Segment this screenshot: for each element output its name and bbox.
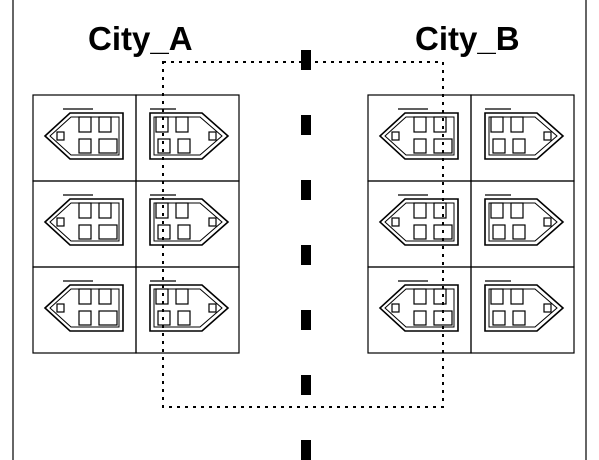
house-icon — [149, 280, 229, 332]
city-a-label: City_A — [88, 20, 193, 57]
road-center-line — [301, 50, 311, 460]
house-icon — [149, 194, 229, 246]
road-dash — [301, 50, 311, 70]
dotted-region — [162, 61, 444, 408]
house-lot — [32, 180, 137, 268]
city-b-label: City_B — [415, 20, 520, 57]
house-lot — [470, 266, 575, 354]
house-lot — [32, 266, 137, 354]
city-b-grid — [367, 94, 575, 354]
house-icon — [379, 194, 459, 246]
house-lot — [367, 94, 472, 182]
house-lot — [470, 180, 575, 268]
house-icon — [44, 280, 124, 332]
road-dash — [301, 180, 311, 200]
road-dash — [301, 440, 311, 460]
house-icon — [379, 280, 459, 332]
house-lot — [32, 94, 137, 182]
road-dash — [301, 375, 311, 395]
house-lot — [135, 180, 240, 268]
road-dash — [301, 310, 311, 330]
frame — [12, 0, 587, 460]
house-icon — [44, 194, 124, 246]
house-lot — [470, 94, 575, 182]
house-icon — [44, 108, 124, 160]
house-lot — [367, 180, 472, 268]
house-icon — [484, 280, 564, 332]
house-icon — [484, 194, 564, 246]
house-icon — [149, 108, 229, 160]
house-lot — [135, 266, 240, 354]
house-lot — [367, 266, 472, 354]
house-icon — [484, 108, 564, 160]
city-a-grid — [32, 94, 240, 354]
house-lot — [135, 94, 240, 182]
road-dash — [301, 115, 311, 135]
house-icon — [379, 108, 459, 160]
road-dash — [301, 245, 311, 265]
